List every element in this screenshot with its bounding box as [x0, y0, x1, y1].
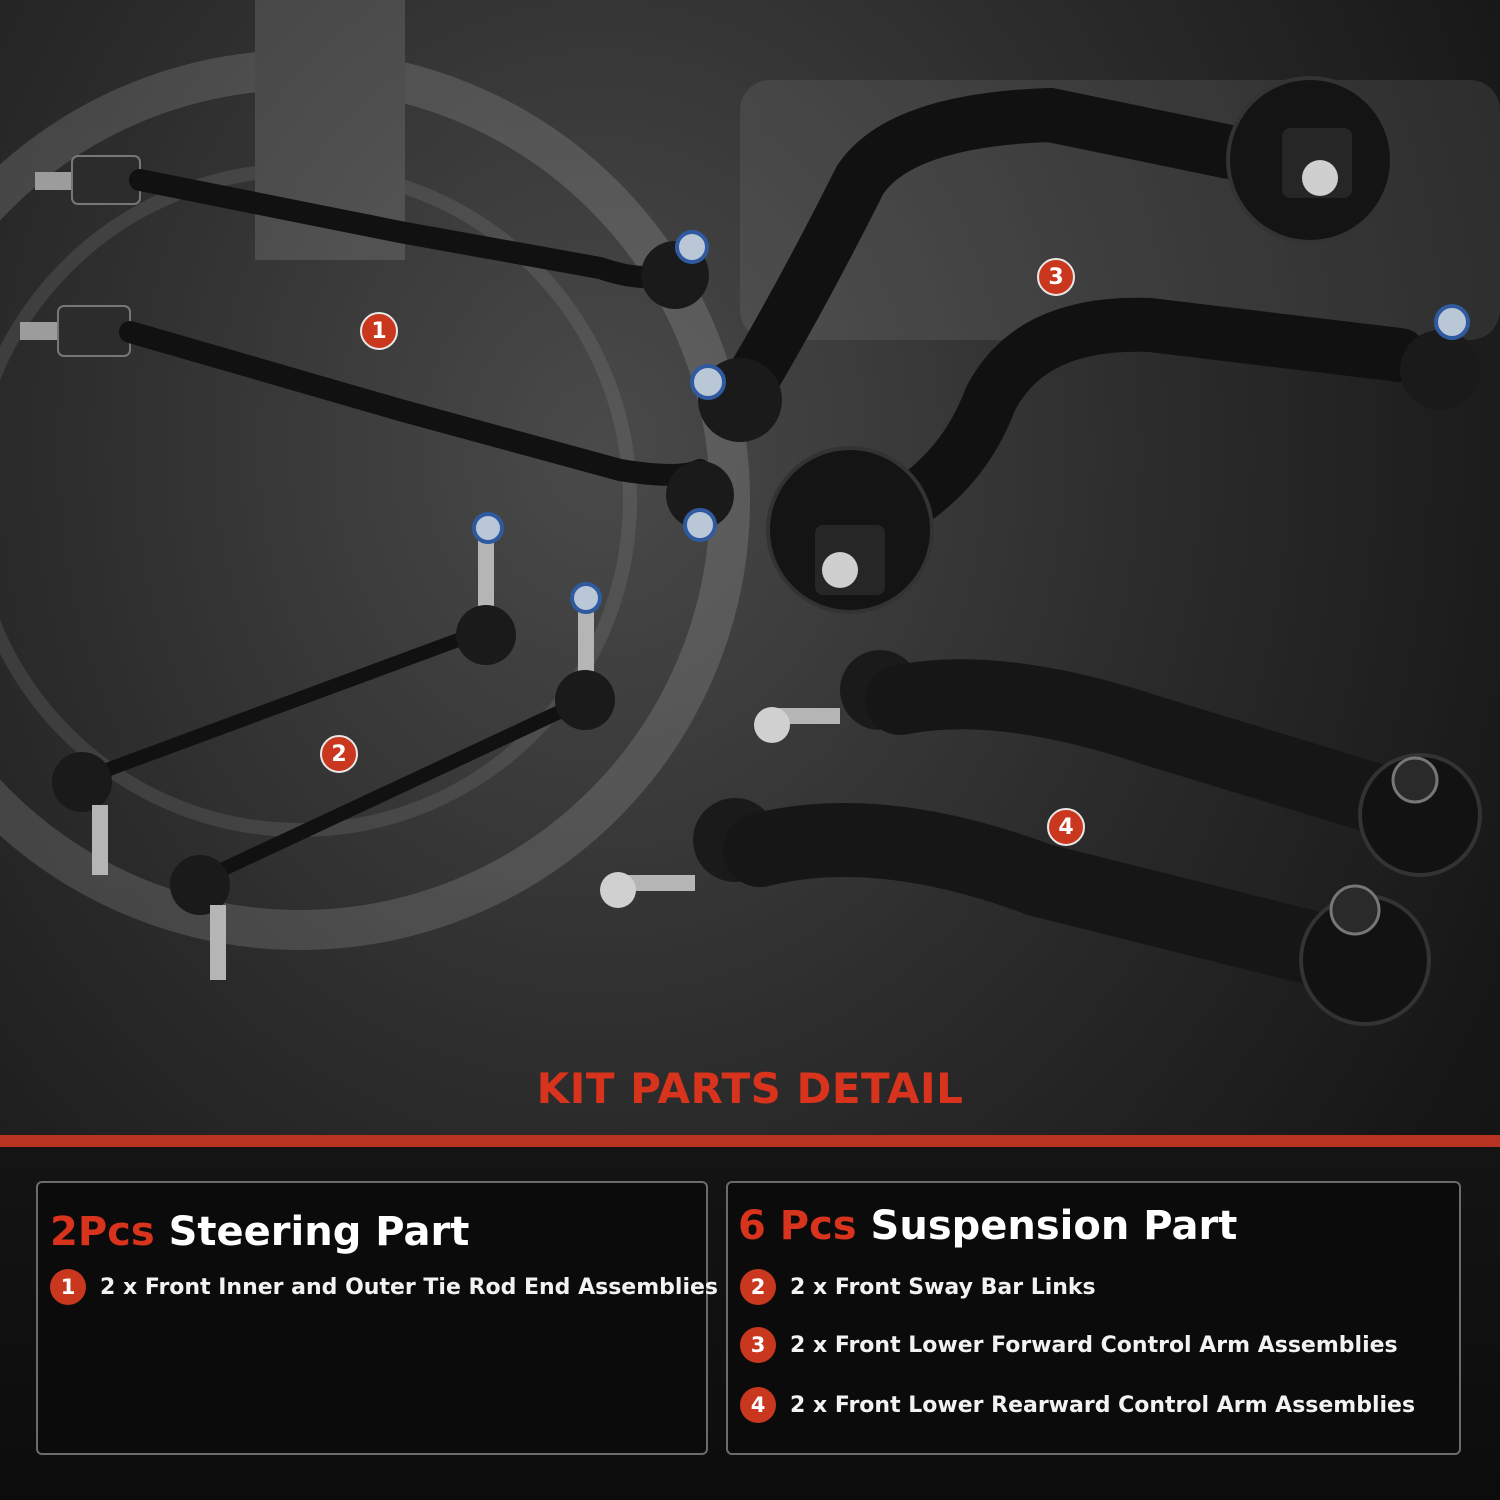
suspension-part-panel: 6 Pcs Suspension Part 2 2 x Front Sway B…	[726, 1181, 1461, 1455]
rearward-control-arms	[600, 650, 1482, 1026]
item-text: 2 x Front Inner and Outer Tie Rod End As…	[100, 1274, 718, 1300]
item-number-badge: 2	[740, 1269, 776, 1305]
item-text: 2 x Front Lower Rearward Control Arm Ass…	[790, 1392, 1416, 1418]
steering-part-title: 2Pcs Steering Part	[50, 1209, 469, 1255]
part-marker-2: 2	[320, 735, 358, 773]
steering-title-text: Steering Part	[168, 1209, 470, 1255]
forward-control-arms	[690, 76, 1480, 614]
steering-part-panel: 2Pcs Steering Part 1 2 x Front Inner and…	[36, 1181, 718, 1455]
item-text: 2 x Front Lower Forward Control Arm Asse…	[790, 1332, 1398, 1358]
item-number-badge: 4	[740, 1387, 776, 1423]
parts-illustration	[0, 0, 1500, 1026]
part-marker-3: 3	[1037, 258, 1075, 296]
suspension-item: 2 2 x Front Sway Bar Links	[740, 1269, 1096, 1305]
item-text: 2 x Front Sway Bar Links	[790, 1274, 1096, 1300]
suspension-item: 4 2 x Front Lower Rearward Control Arm A…	[740, 1387, 1415, 1423]
suspension-item: 3 2 x Front Lower Forward Control Arm As…	[740, 1327, 1398, 1363]
item-number-badge: 3	[740, 1327, 776, 1363]
kit-parts-heading: KIT PARTS DETAIL	[536, 1064, 964, 1113]
part-marker-4: 4	[1047, 808, 1085, 846]
steering-item: 1 2 x Front Inner and Outer Tie Rod End …	[50, 1269, 718, 1305]
item-number-badge: 1	[50, 1269, 86, 1305]
divider	[0, 1135, 1500, 1147]
part-marker-1: 1	[360, 312, 398, 350]
suspension-part-title: 6 Pcs Suspension Part	[738, 1203, 1237, 1249]
suspension-title-text: Suspension Part	[870, 1203, 1238, 1249]
suspension-count: 6 Pcs	[738, 1203, 857, 1249]
steering-count: 2Pcs	[50, 1209, 155, 1255]
tie-rod-assemblies	[20, 155, 734, 542]
sway-bar-links	[52, 512, 615, 980]
